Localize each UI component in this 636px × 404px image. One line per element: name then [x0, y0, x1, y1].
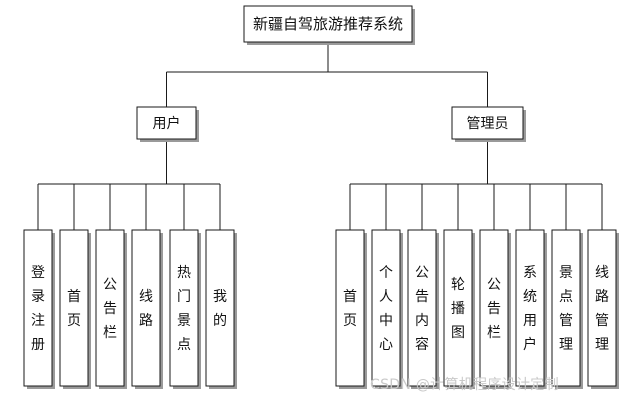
- leaf-label: 公告内容: [415, 265, 429, 353]
- leaf-node: 系统用户: [515, 229, 547, 389]
- watermark: CSDN @计算机程序设计定制: [370, 377, 559, 393]
- leaf-node: 线路管理: [587, 229, 619, 389]
- leaf-node: 公告栏: [95, 229, 127, 389]
- leaf-node: 线路: [131, 229, 163, 389]
- leaf-label: 个人中心: [379, 265, 393, 353]
- leaf-label: 公告栏: [103, 277, 117, 341]
- leaf-node: 首页: [335, 229, 367, 389]
- branch-label: 用户: [153, 115, 181, 132]
- leaf-node: 首页: [59, 229, 91, 389]
- leaf-label: 我的: [213, 289, 227, 329]
- root-label: 新疆自驾旅游推荐系统: [253, 15, 403, 33]
- leaf-node: 个人中心: [371, 229, 403, 389]
- leaf-node: 热门景点: [169, 229, 201, 389]
- leaf-label: 轮播图: [451, 277, 465, 341]
- leaf-node: 登录注册: [23, 229, 55, 389]
- root-node: 新疆自驾旅游推荐系统: [243, 5, 415, 45]
- leaf-label: 系统用户: [523, 265, 537, 353]
- branch-label: 管理员: [467, 116, 509, 132]
- leaf-label: 线路管理: [595, 265, 609, 353]
- leaf-label: 首页: [67, 289, 81, 329]
- leaf-node: 景点管理: [551, 229, 583, 389]
- leaf-label: 线路: [139, 289, 153, 329]
- leaf-node: 公告内容: [407, 229, 439, 389]
- branch-node-0: 用户: [136, 106, 199, 142]
- leaf-node: 公告栏: [479, 229, 511, 389]
- leaf-label: 热门景点: [177, 265, 191, 353]
- leaf-node: 轮播图: [443, 229, 475, 389]
- branch-node-1: 管理员: [451, 106, 526, 142]
- leaf-label: 首页: [343, 289, 357, 329]
- leaf-label: 公告栏: [487, 277, 501, 341]
- leaf-label: 登录注册: [31, 265, 45, 353]
- connector-lines: [37, 42, 603, 230]
- leaf-node: 我的: [205, 229, 237, 389]
- leaf-label: 景点管理: [559, 265, 573, 353]
